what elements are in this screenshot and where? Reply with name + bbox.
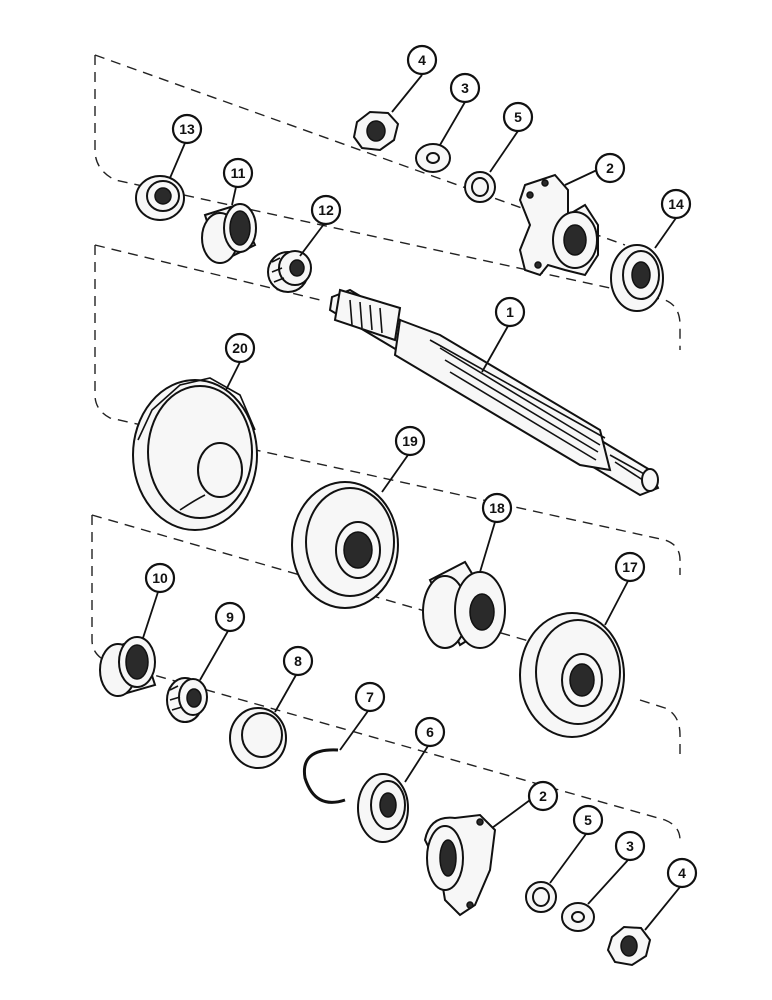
washer-bottom [561,902,595,932]
svg-text:12: 12 [318,202,334,218]
lock-washer-top [464,171,496,203]
gear-20 [132,377,258,531]
nut-top [352,110,400,152]
callout-14: 14 [654,188,692,249]
svg-text:1: 1 [506,304,514,320]
callout-19: 19 [381,425,426,493]
gear-18 [422,560,506,649]
callout-12: 12 [299,194,342,257]
yoke-bottom [423,813,497,917]
callout-5-bottom: 5 [549,804,604,884]
seal-6 [357,773,409,843]
svg-text:14: 14 [668,196,684,212]
svg-text:7: 7 [366,689,374,705]
svg-text:5: 5 [514,109,522,125]
svg-text:5: 5 [584,812,592,828]
svg-text:9: 9 [226,609,234,625]
svg-text:19: 19 [402,433,418,449]
svg-text:13: 13 [179,121,195,137]
callout-1: 1 [481,296,526,373]
svg-text:20: 20 [232,340,248,356]
svg-text:8: 8 [294,653,302,669]
callout-9: 9 [199,601,246,681]
mainshaft [328,288,660,497]
callout-7: 7 [339,681,386,751]
bearing-cone-12 [267,250,312,293]
svg-text:4: 4 [678,865,686,881]
yoke-top [518,173,599,277]
callout-20: 20 [224,332,256,391]
callout-11: 11 [222,157,254,206]
callout-3-top: 3 [439,72,481,146]
callout-17: 17 [604,551,646,626]
washer-top [415,143,451,173]
nut-bottom [606,925,652,967]
callout-2-bottom: 2 [491,780,559,829]
callout-4-bottom: 4 [644,857,698,931]
svg-text:2: 2 [539,788,547,804]
callout-6: 6 [404,716,446,783]
svg-text:10: 10 [152,570,168,586]
gear-17 [519,612,625,738]
callout-18: 18 [479,492,513,573]
bearing-cone-9 [166,677,208,723]
svg-text:3: 3 [461,80,469,96]
snap-ring-7 [302,748,346,804]
svg-text:17: 17 [622,559,638,575]
gear-19 [291,481,399,609]
callout-4-top: 4 [391,44,438,113]
callout-10: 10 [142,562,176,639]
lock-washer-bottom [525,881,557,913]
svg-text:18: 18 [489,500,505,516]
svg-text:3: 3 [626,838,634,854]
callout-2-top: 2 [564,152,626,186]
callout-13: 13 [169,113,203,179]
bearing-cup-11 [201,203,257,264]
svg-text:6: 6 [426,724,434,740]
svg-text:4: 4 [418,52,426,68]
callout-3-bottom: 3 [587,830,646,905]
bearing-cup-10 [99,636,157,697]
bearing-cup-8 [229,707,287,769]
callout-5-top: 5 [489,101,534,173]
callout-8: 8 [274,645,314,713]
svg-text:2: 2 [606,160,614,176]
svg-text:11: 11 [231,165,246,181]
seal-14 [610,244,664,312]
seal-13 [135,175,185,221]
